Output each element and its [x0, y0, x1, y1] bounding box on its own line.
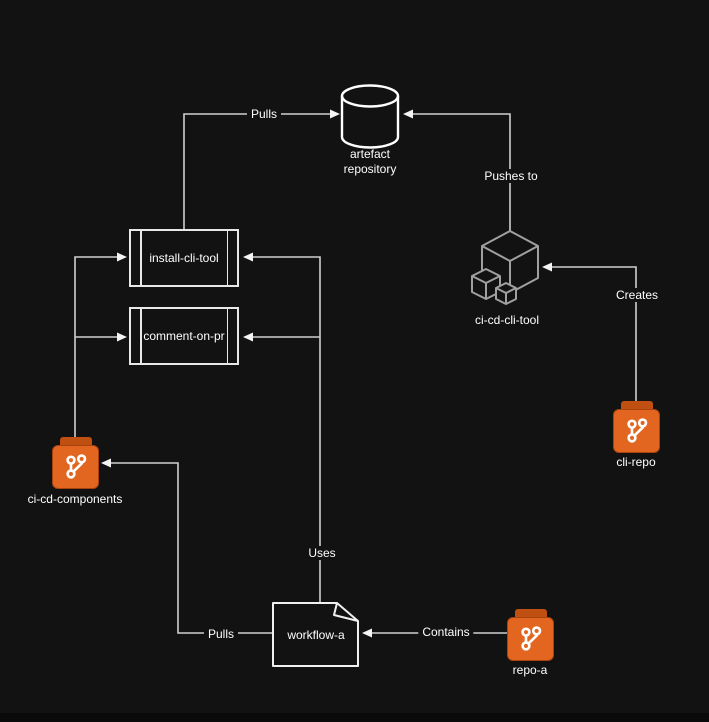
edge-label-creates: Creates [611, 288, 663, 302]
git-branch-icon [626, 418, 647, 443]
node-label-artefact-repository: artefact repository [343, 147, 397, 176]
canvas-bottom-edge [0, 713, 709, 722]
edge-uses-line [252, 256, 321, 603]
node-label-ci-cd-components: ci-cd-components [27, 492, 123, 506]
edge-label-pushes-to: Pushes to [480, 169, 542, 183]
arrow-into-comment-left [117, 332, 127, 342]
node-cli-repo[interactable] [613, 401, 660, 453]
node-label-ci-cd-cli-tool: ci-cd-cli-tool [474, 313, 539, 327]
node-label-install-cli-tool: install-cli-tool [149, 251, 219, 265]
arrow-into-install-right [243, 252, 253, 262]
node-label-repo-a: repo-a [512, 663, 548, 677]
database-icon [340, 84, 400, 149]
document-icon [272, 602, 359, 667]
edge-pushes-to-line [412, 113, 511, 233]
edge-pulls-top-line [183, 113, 331, 229]
arrow-into-comment-right [243, 332, 253, 342]
edge-label-pulls-bottom: Pulls [203, 627, 239, 641]
git-branch-icon [65, 454, 86, 479]
node-ci-cd-cli-tool[interactable] [470, 229, 545, 307]
cubes-icon [471, 230, 539, 305]
node-label-workflow-a: workflow-a [287, 628, 345, 642]
node-artefact-repository[interactable] [339, 83, 401, 151]
arrowheads [101, 109, 552, 638]
arrow-into-install-left [117, 252, 127, 262]
node-repo-a[interactable] [507, 609, 554, 661]
repo-tab [59, 437, 92, 446]
node-ci-cd-components[interactable] [52, 437, 99, 489]
arrow-into-repo-left [330, 109, 340, 119]
arrow-into-repo-right [403, 109, 413, 119]
node-comment-on-pr[interactable]: comment-on-pr [129, 307, 239, 365]
edge-label-pulls-top: Pulls [246, 107, 282, 121]
node-label-cli-repo: cli-repo [616, 455, 656, 469]
repo-tab [514, 609, 547, 618]
git-branch-icon [520, 626, 541, 651]
edge-label-contains: Contains [418, 625, 474, 639]
arrow-into-cli-tool [542, 262, 552, 272]
edge-pulls-bottom-line [110, 462, 273, 634]
edge-creates-line [551, 266, 637, 402]
node-workflow-a[interactable]: workflow-a [272, 602, 360, 668]
edge-components-install-line [74, 256, 118, 438]
node-label-comment-on-pr: comment-on-pr [143, 329, 225, 343]
arrow-into-workflow [362, 628, 372, 638]
edge-label-uses: Uses [304, 546, 340, 560]
arrow-into-components [101, 458, 111, 468]
repo-tab [620, 401, 653, 410]
node-install-cli-tool[interactable]: install-cli-tool [129, 229, 239, 287]
